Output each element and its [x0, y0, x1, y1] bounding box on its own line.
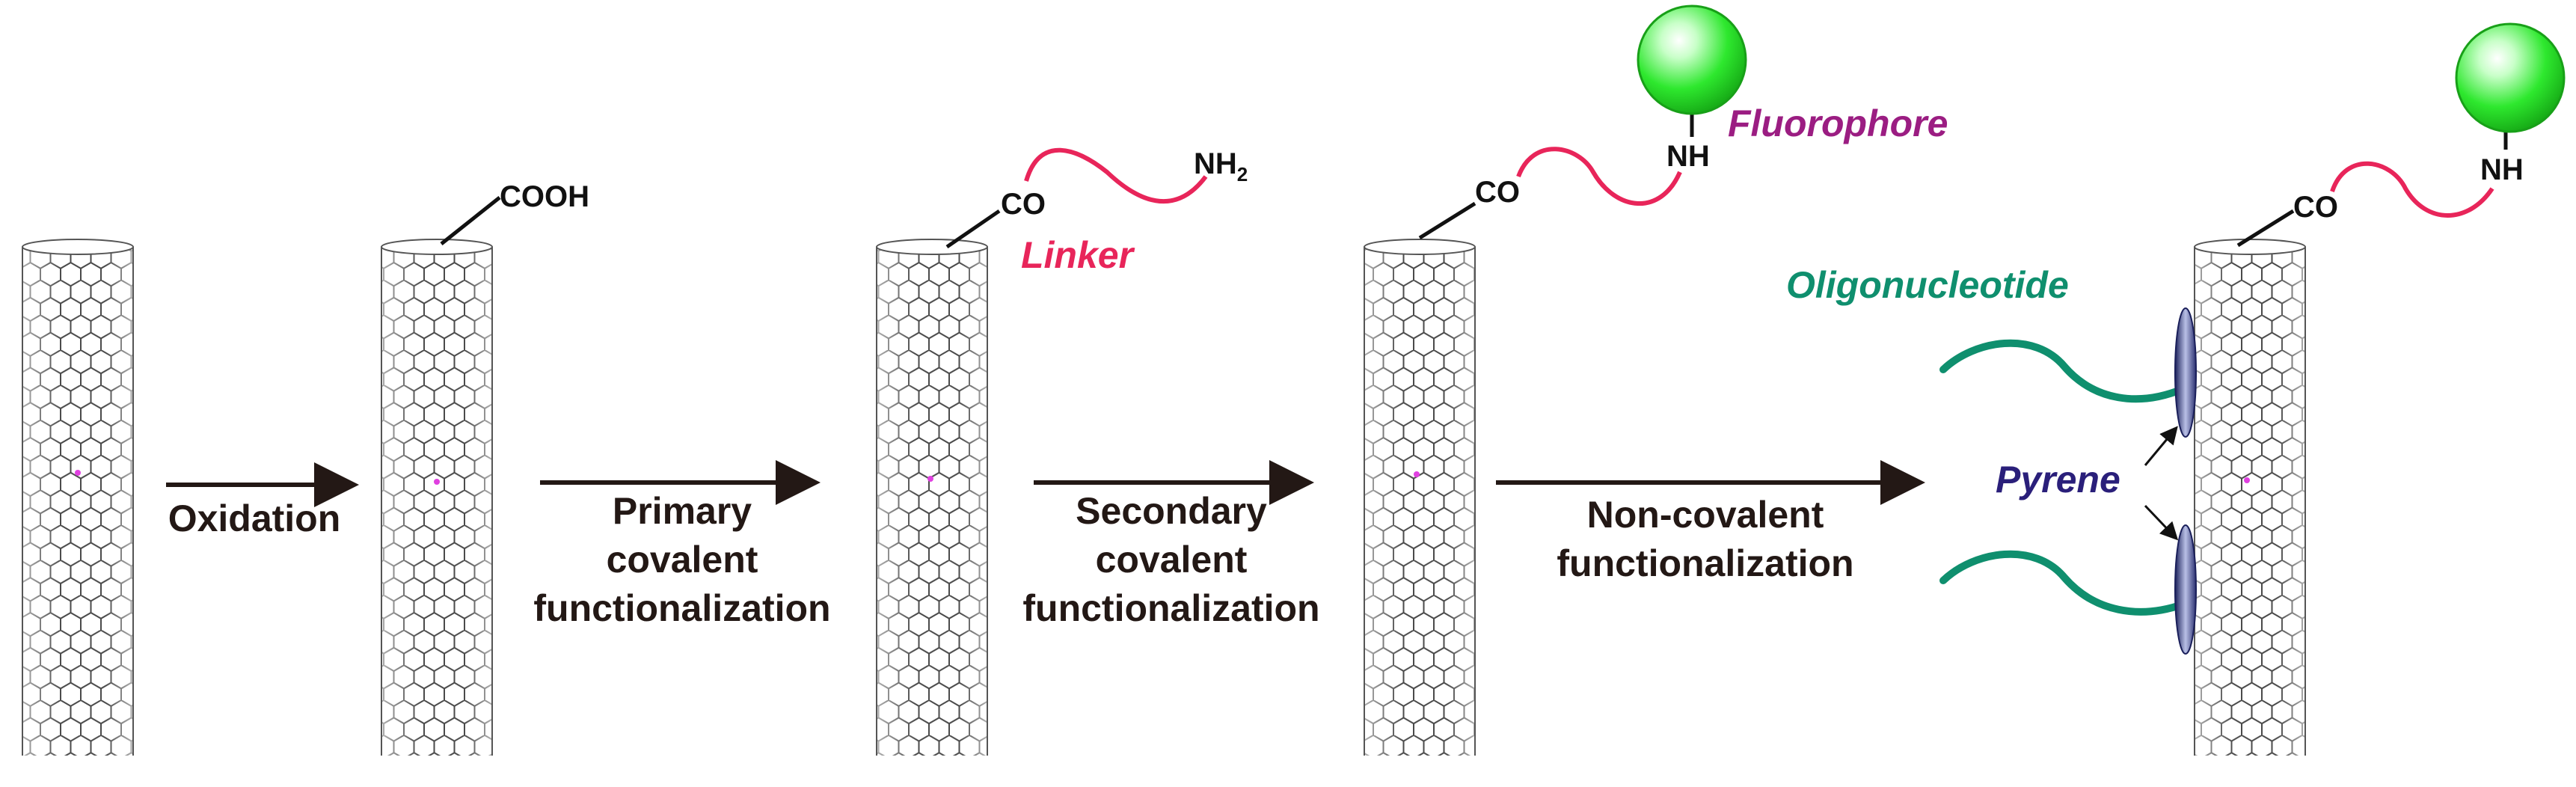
co-group: CO [1001, 188, 1046, 221]
label-secondary-line3: functionalization [1022, 587, 1319, 629]
label-noncovalent-line2: functionalization [1557, 542, 1853, 584]
arrow-primary-covalent: Primary covalent functionalization [533, 460, 831, 629]
label-noncovalent-line1: Non-covalent [1587, 494, 1824, 536]
nanotube-full-conjugate: CO NH Oligonucleotide Pyrene [1786, 22, 2566, 756]
label-primary-line3: functionalization [533, 587, 830, 629]
nanotube-with-fluorophore: CO NH Fluorophore [1364, 4, 1948, 756]
nanotube-pristine [22, 239, 134, 756]
label-oligonucleotide: Oligonucleotide [1786, 264, 2069, 306]
pyrene-disc-upper [2174, 307, 2197, 438]
pyrene-disc-lower [2174, 524, 2197, 655]
label-secondary-line2: covalent [1096, 539, 1248, 581]
co-group: CO [2293, 191, 2338, 224]
nh2-group: NH2 [1194, 147, 1248, 186]
linker-chain [2330, 161, 2494, 218]
nanotube-with-linker: CO NH2 Linker [876, 147, 1248, 756]
nh-group: NH [1666, 140, 1710, 173]
label-primary-line1: Primary [613, 490, 752, 532]
co-group: CO [1475, 176, 1520, 209]
label-oxidation: Oxidation [168, 497, 341, 539]
arrow-secondary-covalent: Secondary covalent functionalization [1022, 460, 1320, 629]
label-secondary-line1: Secondary [1076, 490, 1267, 532]
label-primary-line2: covalent [607, 539, 758, 581]
pyrene-pointer-upper [2144, 426, 2178, 466]
oligonucleotide-strand-upper [1939, 339, 2186, 403]
arrow-noncovalent: Non-covalent functionalization [1496, 460, 1925, 584]
nh-group: NH [2480, 153, 2524, 186]
pyrene-pointer-lower [2144, 504, 2179, 541]
arrow-oxidation: Oxidation [166, 462, 359, 539]
label-linker: Linker [1021, 234, 1135, 276]
nanotube-oxidized: COOH [381, 180, 589, 756]
linker-chain [1024, 147, 1208, 204]
fluorophore-sphere [1637, 4, 1747, 115]
label-fluorophore: Fluorophore [1728, 102, 1948, 144]
cooh-group: COOH [500, 180, 589, 213]
fluorophore-sphere [2455, 22, 2566, 133]
label-pyrene: Pyrene [1996, 459, 2120, 500]
oligonucleotide-strand-lower [1939, 550, 2186, 616]
linker-chain [1516, 147, 1682, 206]
